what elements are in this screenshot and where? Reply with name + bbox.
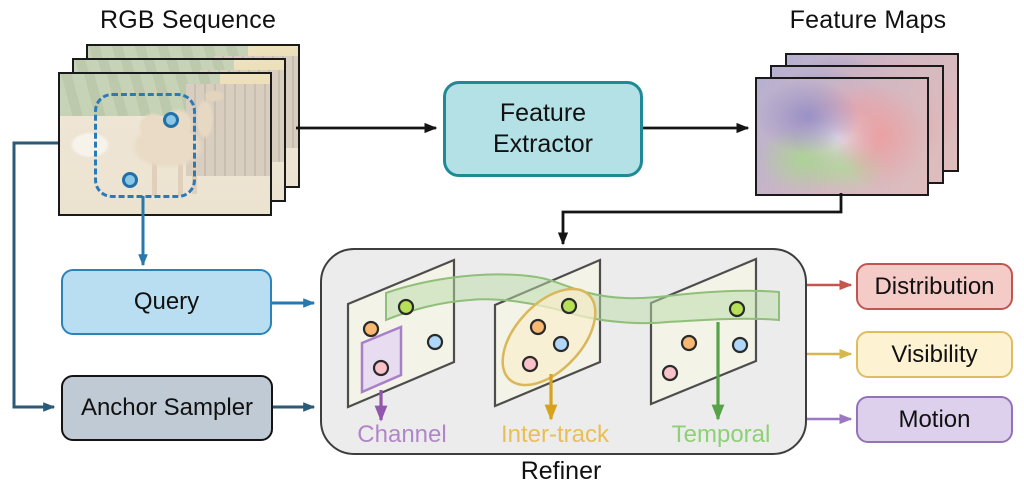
query-node: Query bbox=[61, 269, 272, 335]
visibility-node: Visibility bbox=[856, 331, 1013, 378]
query-label: Query bbox=[133, 288, 200, 315]
distribution-node: Distribution bbox=[856, 263, 1013, 310]
anchor-point-dot bbox=[163, 112, 179, 128]
anchor-point-dot bbox=[122, 172, 138, 188]
query-bbox bbox=[94, 93, 196, 198]
channel-module-label: Channel bbox=[357, 421, 447, 448]
features-to-refiner-arrow bbox=[557, 193, 843, 246]
image-to-anchor-sampler-arrow bbox=[12, 141, 58, 412]
motion-node: Motion bbox=[856, 396, 1013, 443]
motion-label: Motion bbox=[898, 405, 971, 433]
anchor-sampler-node: Anchor Sampler bbox=[61, 375, 273, 441]
inter-track-module-label: Inter-track bbox=[500, 421, 610, 448]
distribution-label: Distribution bbox=[874, 272, 995, 300]
temporal-module-label: Temporal bbox=[671, 421, 771, 448]
refiner-caption: Refiner bbox=[520, 457, 602, 485]
feature-extractor-node: Feature Extractor bbox=[443, 81, 643, 177]
rgb-sequence-title: RGB Sequence bbox=[99, 6, 277, 34]
feature-map-frame-front bbox=[755, 77, 929, 196]
visibility-label: Visibility bbox=[891, 340, 978, 368]
feature-maps-title: Feature Maps bbox=[789, 6, 947, 34]
anchor-sampler-label: Anchor Sampler bbox=[80, 394, 254, 421]
feature-extractor-label: Feature Extractor bbox=[492, 98, 594, 158]
